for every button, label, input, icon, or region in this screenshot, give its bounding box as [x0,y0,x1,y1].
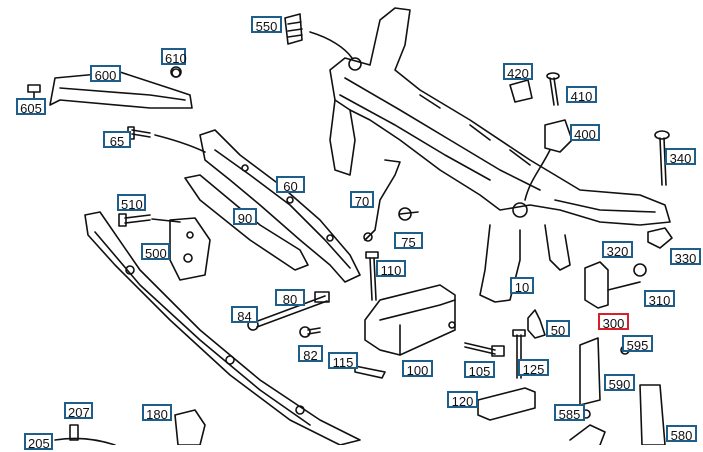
part-100 [364,284,456,356]
part-550 [284,13,353,59]
part-105 [464,342,505,357]
callout-50[interactable]: 50 [546,320,570,338]
part-420 [509,79,533,103]
callout-205[interactable]: 205 [24,433,53,451]
radiator-support-frame [329,7,671,303]
callout-420[interactable]: 420 [503,63,533,81]
callout-595[interactable]: 595 [622,335,653,353]
part-580 [639,384,666,445]
callout-60[interactable]: 60 [276,176,305,194]
part-207 [69,424,79,441]
part-410 [546,72,560,106]
callout-90[interactable]: 90 [233,208,257,226]
callout-65[interactable]: 65 [103,131,131,149]
callout-585[interactable]: 585 [554,404,585,422]
part-330 [647,227,673,249]
callout-340[interactable]: 340 [665,148,696,166]
part-400 [524,119,573,201]
callout-550[interactable]: 550 [251,16,282,34]
callout-80[interactable]: 80 [275,289,305,307]
part-70 [363,159,401,242]
callout-82[interactable]: 82 [298,345,323,363]
part-60 [199,129,361,283]
part-310 [584,261,647,309]
callout-300[interactable]: 300 [598,313,629,331]
callout-610[interactable]: 610 [161,48,187,66]
part-600 [49,68,193,109]
part-90 [184,174,309,271]
part-50 [527,309,546,339]
callout-310[interactable]: 310 [644,290,675,308]
callout-84[interactable]: 84 [231,306,258,324]
callout-580[interactable]: 580 [666,425,697,443]
part-120 [477,387,536,421]
callout-605[interactable]: 605 [16,98,46,116]
callout-320[interactable]: 320 [602,241,633,259]
callout-400[interactable]: 400 [570,124,600,142]
callout-120[interactable]: 120 [447,391,478,409]
callout-70[interactable]: 70 [350,191,374,209]
callout-75[interactable]: 75 [394,232,423,250]
callout-207[interactable]: 207 [64,402,93,420]
callout-10[interactable]: 10 [510,277,534,295]
part-82 [299,326,321,338]
callout-115[interactable]: 115 [328,352,358,370]
part-500 [169,217,211,281]
part-180 [174,409,206,445]
callout-125[interactable]: 125 [518,359,549,377]
callout-590[interactable]: 590 [604,374,635,392]
callout-600[interactable]: 600 [90,65,121,83]
callout-510[interactable]: 510 [117,194,146,212]
part-205 [54,437,116,445]
callout-110[interactable]: 110 [376,260,406,278]
callout-410[interactable]: 410 [566,86,597,104]
callout-105[interactable]: 105 [464,361,495,379]
bumper-beam [84,211,361,445]
part-510 [118,213,181,227]
part-110 [365,251,379,301]
callout-100[interactable]: 100 [402,360,433,378]
callout-330[interactable]: 330 [670,248,701,266]
part-75 [398,207,419,221]
part-610 [170,66,182,78]
part-65 [127,126,206,153]
callout-180[interactable]: 180 [142,404,172,422]
callout-500[interactable]: 500 [141,243,170,261]
part-115 [354,365,386,379]
part-590 [579,337,601,406]
